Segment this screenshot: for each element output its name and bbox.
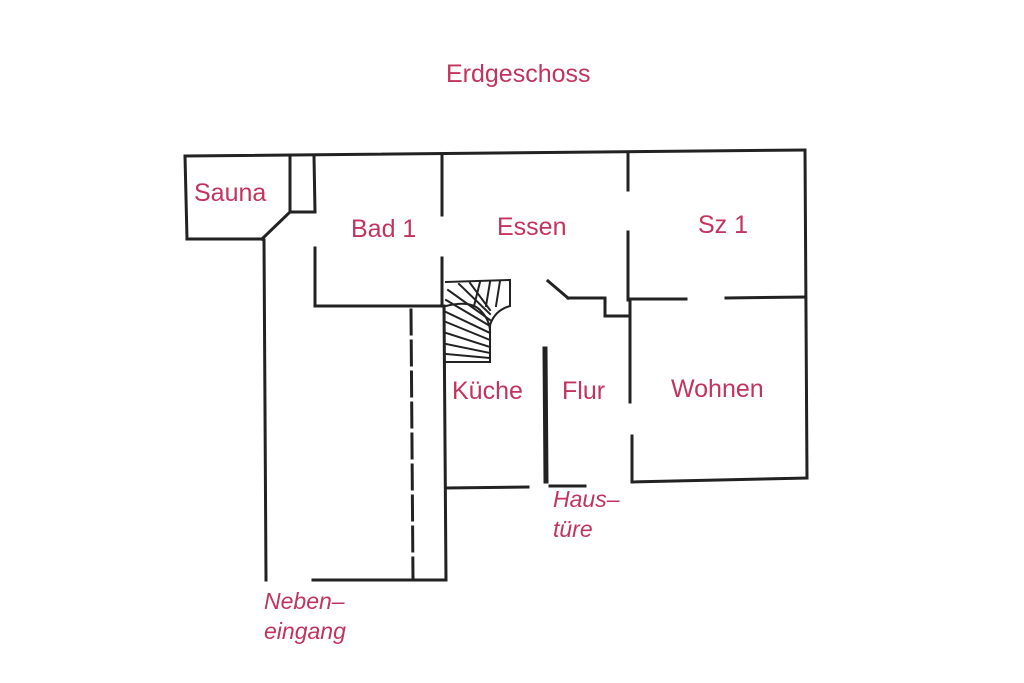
- floor-title: Erdgeschoss: [446, 60, 591, 88]
- room-label-bad1: Bad 1: [351, 215, 417, 243]
- room-label-flur: Flur: [562, 377, 606, 405]
- staircase: [444, 278, 511, 363]
- room-label-kueche: Küche: [452, 377, 523, 405]
- entrance-label-haustuere-line2: türe: [553, 516, 593, 542]
- entrance-label-haustuere: Haus– türe: [553, 484, 619, 544]
- entrance-label-nebeneingang: Neben– eingang: [264, 586, 346, 646]
- room-label-sauna: Sauna: [194, 179, 267, 207]
- outer-walls: [183, 148, 809, 582]
- room-label-essen: Essen: [497, 213, 567, 241]
- entrance-label-haustuere-line1: Haus–: [553, 486, 620, 512]
- entrance-label-nebeneingang-line1: Neben–: [264, 588, 345, 614]
- room-label-sz1: Sz 1: [698, 211, 749, 239]
- entrance-label-nebeneingang-line2: eingang: [264, 618, 346, 644]
- room-label-wohnen: Wohnen: [671, 375, 764, 403]
- inner-walls: [288, 150, 807, 582]
